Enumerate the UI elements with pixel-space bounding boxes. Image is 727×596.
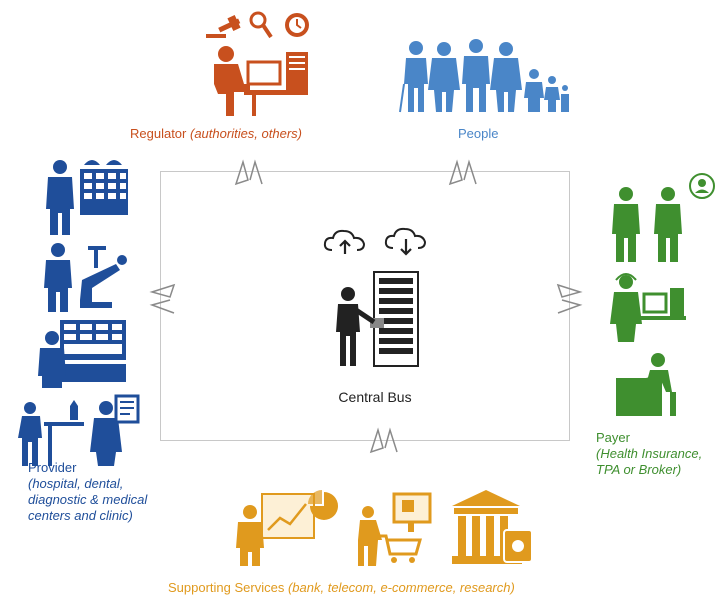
arrow-top-right <box>448 159 477 186</box>
cloud-upload-icon <box>323 229 366 254</box>
family-icon <box>399 39 569 113</box>
office-worker-icon <box>214 46 308 116</box>
magnifier-icon <box>249 11 273 39</box>
central-bus-frame <box>160 171 570 441</box>
arrow-left <box>149 283 176 314</box>
bank-icon <box>452 490 533 564</box>
provider-label: Provider (hospital, dental, diagnostic &… <box>28 460 147 524</box>
call-center-icon <box>610 273 686 342</box>
server-operator-icon <box>336 271 419 367</box>
payer-name: Payer <box>596 430 630 445</box>
provider-name: Provider <box>28 460 77 475</box>
people-label: People <box>458 126 499 141</box>
payer-detail-line-2: TPA or Broker) <box>596 462 682 477</box>
shopping-cart-icon <box>358 492 432 566</box>
provider-detail-line-1: (hospital, dental, <box>28 476 124 491</box>
arrow-bottom <box>369 427 398 454</box>
regulator-name: Regulator <box>130 126 187 141</box>
central-bus-label: Central Bus <box>338 389 412 405</box>
services-label: Supporting Services (bank, telecom, e-co… <box>168 580 515 596</box>
payer-detail-line-1: (Health Insurance, <box>596 446 703 461</box>
clock-icon <box>285 13 309 37</box>
dental-chair-icon <box>44 243 127 312</box>
gavel-icon <box>206 14 241 38</box>
provider-detail-line-3: centers and clinic) <box>28 508 133 523</box>
arrow-top-left <box>234 159 263 186</box>
regulator-label: Regulator (authorities, others) <box>130 126 302 142</box>
hospital-building-icon <box>46 160 128 235</box>
presentation-chart-icon <box>236 490 338 566</box>
provider-detail-line-2: diagnostic & medical <box>28 492 148 507</box>
cloud-download-icon <box>384 227 427 256</box>
arrow-right <box>556 283 583 314</box>
office-desk-icon <box>616 353 676 416</box>
services-name: Supporting Services <box>168 580 285 595</box>
medical-consult-icon <box>18 394 140 466</box>
regulator-detail: (authorities, others) <box>190 126 302 141</box>
services-detail: (bank, telecom, e-commerce, research) <box>287 580 515 595</box>
agents-phone-icon <box>612 173 715 262</box>
payer-label: Payer (Health Insurance, TPA or Broker) <box>596 430 702 478</box>
diagnostic-lab-icon <box>38 320 126 388</box>
